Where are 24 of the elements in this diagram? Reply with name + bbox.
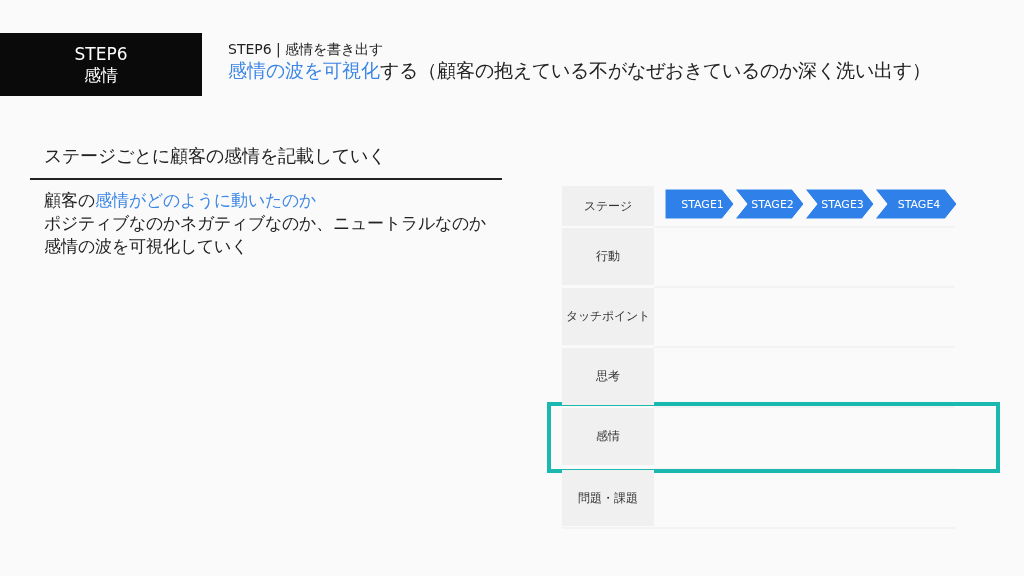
step-subtitle: STEP6 | 感情を書き出す xyxy=(228,41,384,59)
row-header-label: 行動 xyxy=(596,248,620,265)
stage-step xyxy=(735,189,804,219)
row-header-label: ステージ xyxy=(584,197,632,215)
body-text: ポジティブなのかネガティブなのか、ニュートラルなのか感情の波を可視化していく xyxy=(44,212,487,258)
section-heading: ステージごとに顧客の感情を記載していく xyxy=(44,144,386,168)
stage-label: STAGE3 xyxy=(820,197,864,211)
row-header-label: タッチポイント xyxy=(566,308,650,325)
row-header-label: 感情 xyxy=(596,428,620,445)
stage-label: STAGE2 xyxy=(750,197,794,211)
stage-step xyxy=(805,189,874,219)
row-header-label: 思考 xyxy=(596,368,620,385)
badge-label: 感情 xyxy=(84,64,118,86)
stage-label: STAGE4 xyxy=(896,197,941,211)
body-text: 顧客の感情がどのように動いたのか xyxy=(44,189,317,212)
step-badge xyxy=(0,33,202,96)
badge-label: STEP6 xyxy=(74,43,128,65)
stage-step xyxy=(665,189,734,219)
row-header xyxy=(562,470,654,526)
stage-step xyxy=(875,189,957,219)
row-header xyxy=(562,348,654,405)
step-heading: 感情の波を可視化する（顧客の抱えている不がなぜおきているのか深く洗い出す） xyxy=(228,58,931,83)
stage-label: STAGE1 xyxy=(680,197,724,211)
row-header-label: 問題・課題 xyxy=(578,489,638,507)
